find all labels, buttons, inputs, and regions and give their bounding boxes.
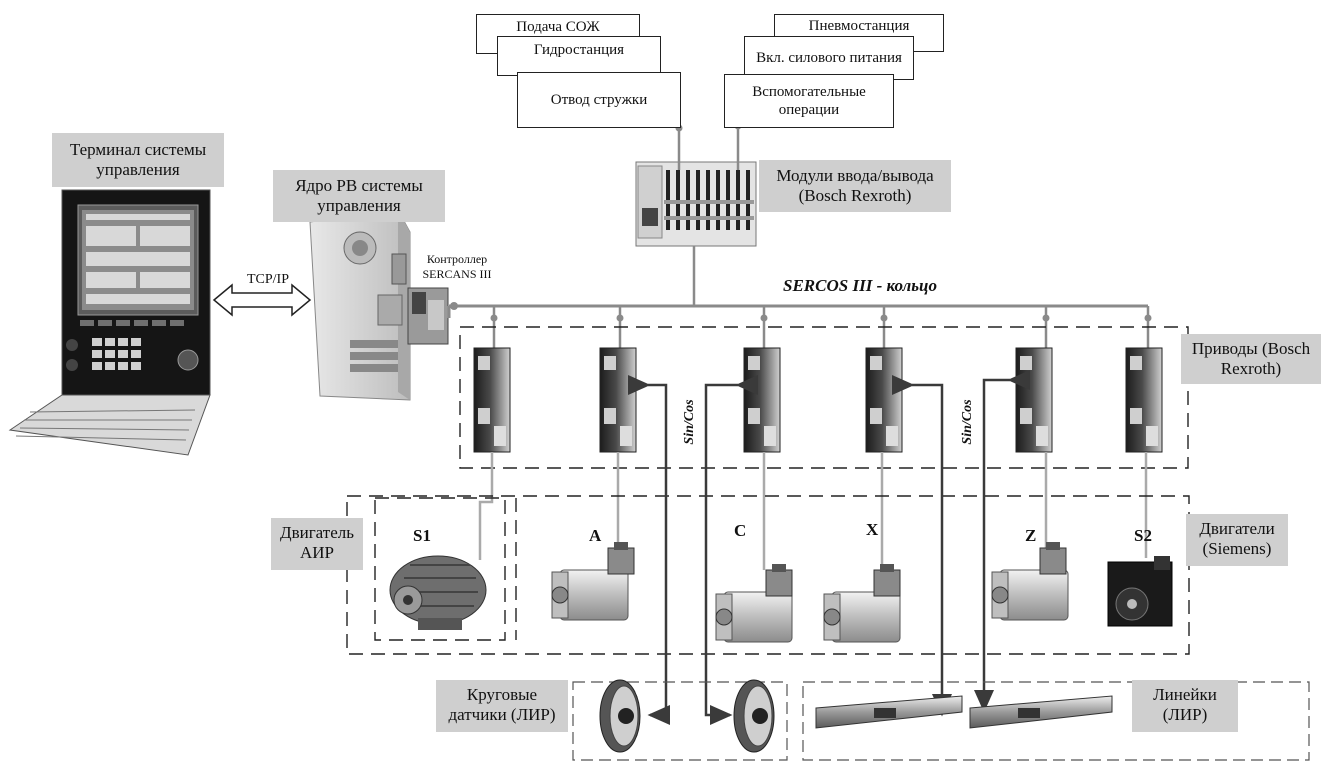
air-motor-image bbox=[389, 555, 487, 630]
core-label-bg bbox=[273, 170, 445, 222]
motors-label-bg bbox=[1186, 514, 1288, 566]
terminal-label-bg bbox=[52, 133, 224, 187]
terminal-image bbox=[8, 189, 211, 456]
io-modules-image bbox=[635, 161, 757, 247]
power-on-box: Вкл. силового питания bbox=[744, 36, 914, 80]
motors-label: Двигатели (Siemens) bbox=[1199, 519, 1275, 558]
motor-name-s1: S1 bbox=[413, 526, 431, 545]
tcpip-label: TCP/IP bbox=[246, 272, 289, 287]
air-motor-frame bbox=[374, 497, 506, 641]
motor-name-c: C bbox=[734, 521, 747, 540]
air-motor-label-bg bbox=[271, 518, 363, 570]
sercos-bus-label: SERCOS III - кольцо bbox=[783, 276, 937, 295]
scales-frame bbox=[802, 681, 1310, 761]
drive-motor-lines bbox=[478, 452, 1148, 570]
encoders-frame bbox=[572, 681, 788, 761]
bus-drops bbox=[492, 306, 1150, 350]
servo-motor-C bbox=[715, 564, 793, 643]
encoders-label-bg bbox=[436, 680, 568, 732]
motor-name-z: Z bbox=[1025, 526, 1037, 545]
motor-name-s2: S2 bbox=[1134, 526, 1152, 545]
sincos-arrows bbox=[628, 370, 1030, 725]
auxiliary-ops-box: Вспомогательные операции bbox=[724, 74, 894, 128]
drives-label-bg bbox=[1181, 334, 1321, 384]
tcpip-arrow bbox=[212, 283, 312, 317]
sercans-card-image bbox=[407, 287, 449, 345]
sincos-label-1: Sin/Cos bbox=[682, 399, 697, 445]
servo-motor-A bbox=[551, 542, 635, 621]
motor-name-x: X bbox=[866, 520, 879, 539]
hydraulic-station-box: Гидростанция bbox=[497, 36, 661, 76]
scales-label: Линейки (ЛИР) bbox=[1153, 685, 1217, 724]
drives-group-frame bbox=[459, 326, 1189, 469]
rotary-encoder-2 bbox=[733, 679, 775, 753]
bus-dot bbox=[450, 302, 458, 310]
motors-group-frame bbox=[346, 495, 1190, 655]
drive-modules bbox=[473, 347, 1163, 453]
core-label: Ядро РВ системы управления bbox=[295, 176, 423, 215]
encoders-label: Круговые датчики (ЛИР) bbox=[448, 685, 556, 724]
linear-scale-2 bbox=[969, 695, 1113, 729]
bus-drop-dots bbox=[490, 314, 1152, 322]
servo-motor-S2 bbox=[1107, 556, 1173, 627]
sincos-label-2: Sin/Cos bbox=[960, 399, 975, 445]
servo-motor-Z bbox=[991, 542, 1069, 621]
drives-label: Приводы (Bosch Rexroth) bbox=[1191, 339, 1311, 378]
io-connections bbox=[677, 126, 740, 306]
air-motor-label: Двигатель АИР bbox=[279, 523, 354, 562]
servo-motor-X bbox=[823, 564, 901, 643]
linear-scale-1 bbox=[815, 695, 963, 729]
rotary-encoder-1 bbox=[599, 679, 641, 753]
motor-name-a: A bbox=[589, 526, 602, 545]
io-label: Модули ввода/вывода (Bosch Rexroth) bbox=[776, 166, 934, 205]
terminal-label: Терминал системы управления bbox=[69, 140, 207, 179]
pc-core-image bbox=[309, 209, 411, 401]
scales-label-bg bbox=[1132, 680, 1238, 732]
chip-removal-box: Отвод стружки bbox=[517, 72, 681, 128]
io-label-bg bbox=[759, 160, 951, 212]
sercos-ring-bus bbox=[447, 304, 1148, 318]
controller-label: Контроллер SERCANS III bbox=[422, 252, 492, 281]
